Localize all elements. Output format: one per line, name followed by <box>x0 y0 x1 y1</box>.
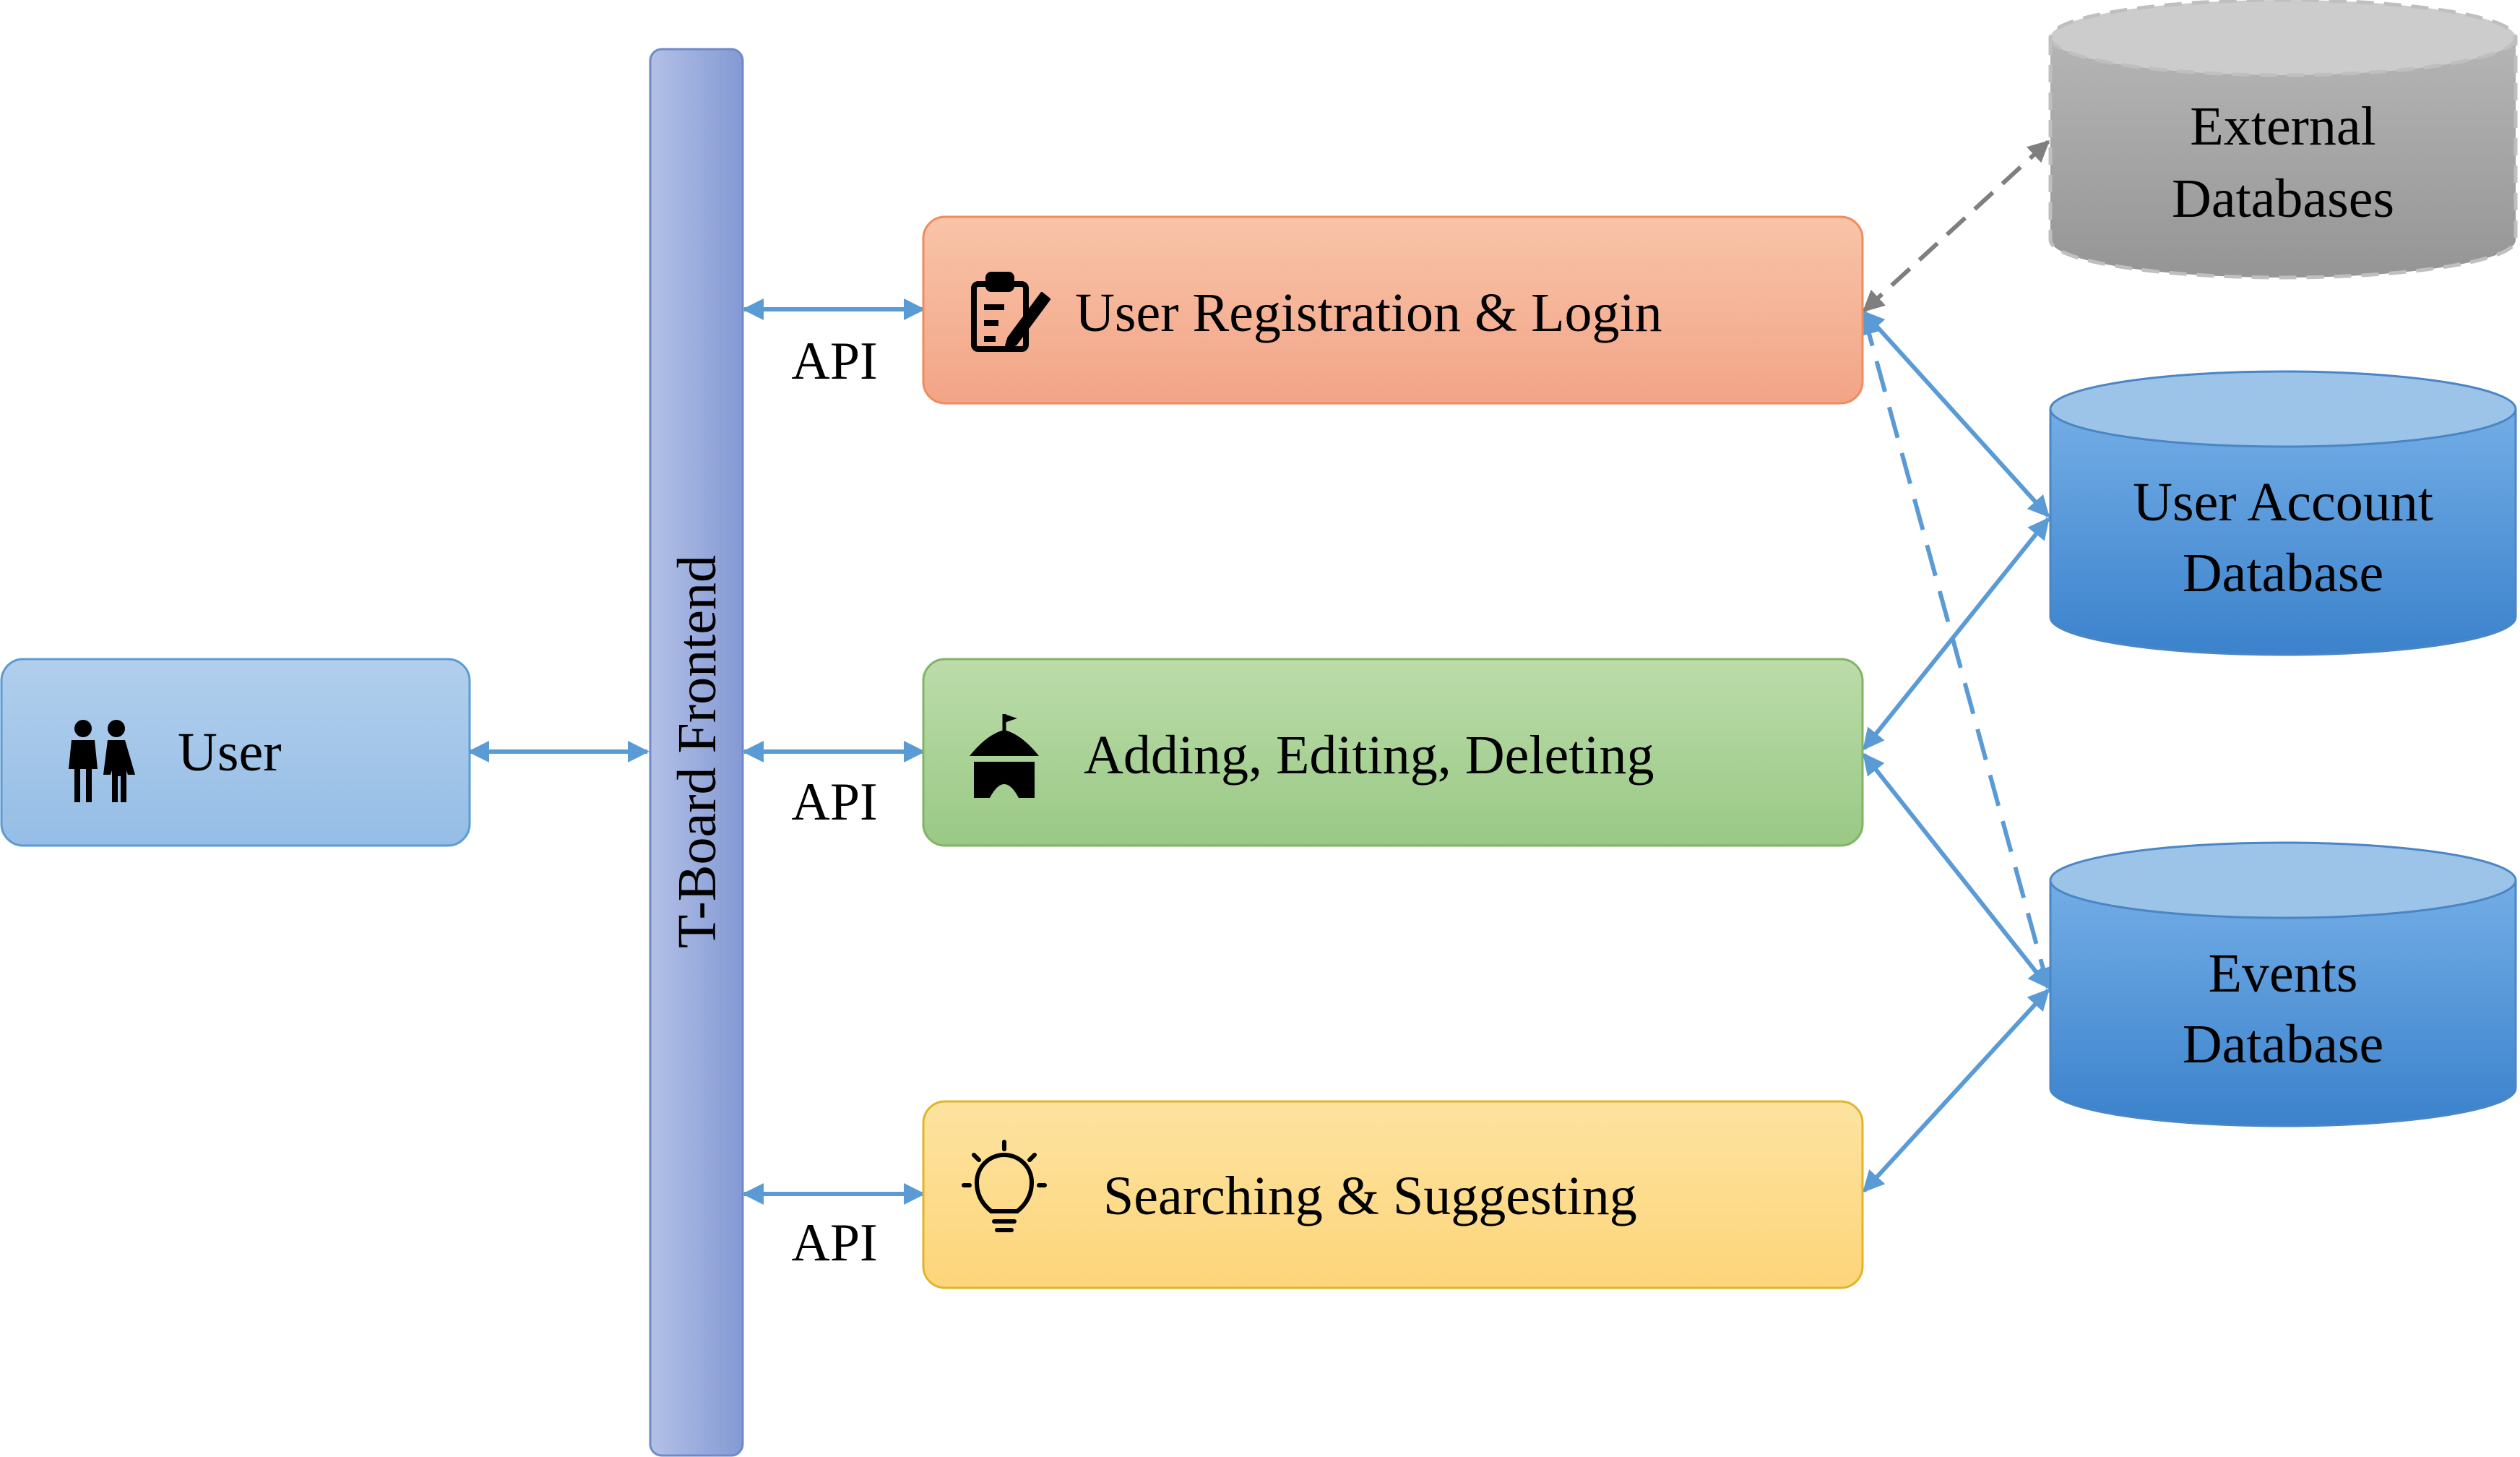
api-label-editing: API <box>791 773 877 832</box>
external-db-line1: External <box>2190 96 2376 157</box>
editing-label: Adding, Editing, Deleting <box>1084 725 1654 786</box>
user-account-database: User Account Database <box>2049 370 2517 656</box>
frontend-label: T-Board Frontend <box>667 555 728 948</box>
api-label-searching: API <box>791 1213 877 1273</box>
connectors <box>467 139 2054 1205</box>
editing-module: Adding, Editing, Deleting <box>922 658 1864 847</box>
registration-label: User Registration & Login <box>1075 283 1662 343</box>
registration-external-arrow <box>1862 139 2050 313</box>
searching-events-arrow <box>1862 988 2050 1193</box>
frontend-node: T-Board Frontend <box>649 48 744 1457</box>
events-db-line2: Database <box>2183 1014 2384 1075</box>
searching-label: Searching & Suggesting <box>1103 1166 1637 1226</box>
user-account-db-line1: User Account <box>2133 472 2433 533</box>
searching-module: Searching & Suggesting <box>922 1100 1864 1289</box>
editing-useraccount-arrow <box>1862 517 2050 751</box>
user-label: User <box>178 722 282 783</box>
clipboard-edit-icon <box>971 272 1050 352</box>
circus-tent-icon <box>970 714 1039 798</box>
editing-events-arrow <box>1862 752 2050 989</box>
events-database: Events Database <box>2049 841 2517 1127</box>
events-db-line1: Events <box>2209 943 2358 1004</box>
registration-module: User Registration & Login <box>922 215 1864 405</box>
lightbulb-icon <box>962 1140 1047 1232</box>
external-db-line2: Databases <box>2172 168 2394 229</box>
external-databases: External Databases <box>2048 0 2518 280</box>
user-account-db-line2: Database <box>2183 543 2384 603</box>
api-label-registration: API <box>791 332 877 391</box>
user-node: User <box>0 658 471 847</box>
couple-icon <box>69 720 135 802</box>
